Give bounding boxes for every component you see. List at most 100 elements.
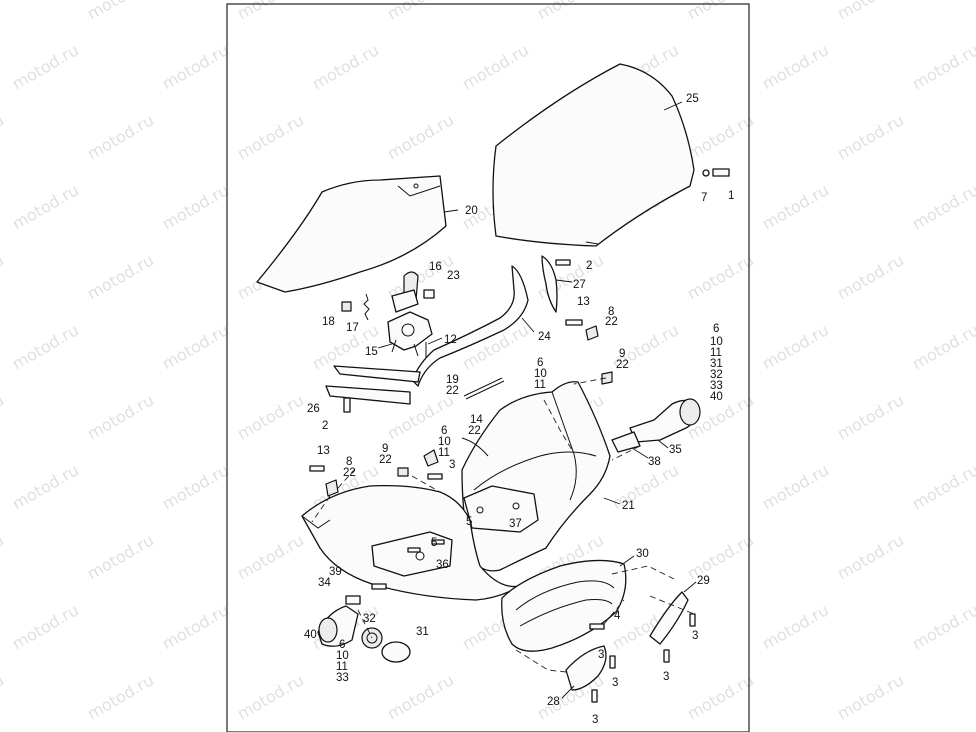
callout-3-lamp: 3: [612, 677, 618, 689]
callout-22-right-a: 22: [605, 316, 618, 328]
callout-23: 23: [447, 270, 460, 282]
watermark-text-49: motod.ru: [84, 390, 157, 443]
inner-windscreen: [256, 175, 447, 293]
washer-7: [702, 169, 710, 177]
bolt-13-right: [565, 319, 583, 326]
windshield: [492, 63, 695, 247]
lens-31: [381, 641, 411, 663]
watermark-text-41: motod.ru: [159, 320, 232, 373]
callout-11-center: 11: [534, 379, 546, 391]
watermark-text-40: motod.ru: [9, 320, 82, 373]
callout-31-left: 31: [416, 626, 429, 638]
callout-39: 39: [329, 566, 342, 578]
watermark-text-1: motod.ru: [84, 0, 157, 23]
headlamp-30: [501, 559, 627, 652]
watermark-text-21: motod.ru: [684, 110, 757, 163]
drawing-frame: [226, 3, 750, 732]
callout-33-right: 33: [710, 380, 723, 392]
watermark-text-60: motod.ru: [609, 460, 682, 513]
screw-2-top: [555, 259, 571, 266]
callout-4: 4: [614, 610, 621, 622]
watermark-text-18: motod.ru: [234, 110, 307, 163]
watermark-text-69: motod.ru: [684, 530, 757, 583]
watermark-text-78: motod.ru: [909, 600, 976, 653]
watermark-text-13: motod.ru: [759, 40, 832, 93]
callout-18: 18: [322, 316, 335, 328]
callout-10-left: 10: [438, 436, 451, 448]
trim-28: [565, 645, 607, 691]
callout-3-lamp-upper: 3: [598, 649, 604, 661]
screw-2-left: [343, 397, 351, 413]
callout-6-center: 6: [537, 357, 543, 369]
side-cover-29: [649, 591, 689, 645]
callout-15: 15: [365, 346, 378, 358]
callout-3-cover-low: 3: [663, 671, 669, 683]
callout-22-rod: 22: [446, 385, 459, 397]
callout-1: 1: [728, 190, 734, 202]
callout-38: 38: [648, 456, 661, 468]
watermark-text-86: motod.ru: [834, 670, 907, 723]
clip-14: [461, 437, 489, 457]
brace-26: [325, 365, 421, 405]
callout-40-left: 40: [304, 629, 317, 641]
watermark-text-46: motod.ru: [909, 320, 976, 373]
watermark-text-50: motod.ru: [234, 390, 307, 443]
brace-24: [411, 265, 529, 387]
watermark-text-54: motod.ru: [834, 390, 907, 443]
callout-2-top: 2: [586, 260, 592, 272]
callout-37: 37: [509, 518, 522, 530]
watermark-text-17: motod.ru: [84, 110, 157, 163]
watermark-text-65: motod.ru: [84, 530, 157, 583]
watermark-text-38: motod.ru: [834, 250, 907, 303]
watermark-text-64: motod.ru: [0, 530, 7, 583]
screw-1: [712, 168, 730, 177]
watermark-text-19: motod.ru: [384, 110, 457, 163]
callout-13-right: 13: [577, 296, 590, 308]
spring-17: [363, 293, 370, 321]
callout-9-right: 9: [619, 348, 625, 360]
callout-10-center: 10: [534, 368, 547, 380]
watermark-text-83: motod.ru: [384, 670, 457, 723]
leader-lines: [377, 101, 697, 699]
callout-3-cover: 3: [692, 630, 698, 642]
callout-33-lower: 33: [336, 672, 349, 684]
callout-8-right: 8: [608, 306, 614, 318]
callout-22-right-b: 22: [616, 359, 629, 371]
nut-18: [341, 301, 352, 312]
callout-16: 16: [429, 261, 442, 273]
callout-7: 7: [701, 192, 707, 204]
callout-40-right: 40: [710, 391, 723, 403]
bracket-38: [611, 431, 641, 453]
callout-3-mid: 3: [449, 459, 455, 471]
callout-3-bottom: 3: [592, 714, 598, 726]
watermark-text-14: motod.ru: [909, 40, 976, 93]
callout-32-right: 32: [710, 369, 723, 381]
nut-9-left: [397, 467, 409, 477]
callout-11-lower: 11: [336, 661, 348, 673]
watermark-text-37: motod.ru: [684, 250, 757, 303]
plate-37: [463, 485, 539, 533]
callout-25: 25: [686, 93, 699, 105]
callout-32-left: 32: [363, 613, 376, 625]
bracket-15: [387, 311, 433, 351]
watermark-text-29: motod.ru: [759, 180, 832, 233]
watermark-text-80: motod.ru: [0, 670, 7, 723]
watermark-text-85: motod.ru: [684, 670, 757, 723]
callout-26: 26: [307, 403, 320, 415]
callout-20: 20: [465, 205, 478, 217]
callout-9-left: 9: [382, 443, 388, 455]
nut-9-right: [601, 371, 613, 385]
watermark-text-11: motod.ru: [459, 40, 532, 93]
callout-34: 34: [318, 577, 331, 589]
callout-35: 35: [669, 444, 682, 456]
watermark-text-9: motod.ru: [159, 40, 232, 93]
trim-27: [541, 255, 558, 313]
watermark-text-24: motod.ru: [9, 180, 82, 233]
watermark-text-16: motod.ru: [0, 110, 7, 163]
callout-5-lower: 5: [431, 537, 437, 549]
watermark-text-72: motod.ru: [9, 600, 82, 653]
callout-22-left-b: 22: [379, 454, 392, 466]
